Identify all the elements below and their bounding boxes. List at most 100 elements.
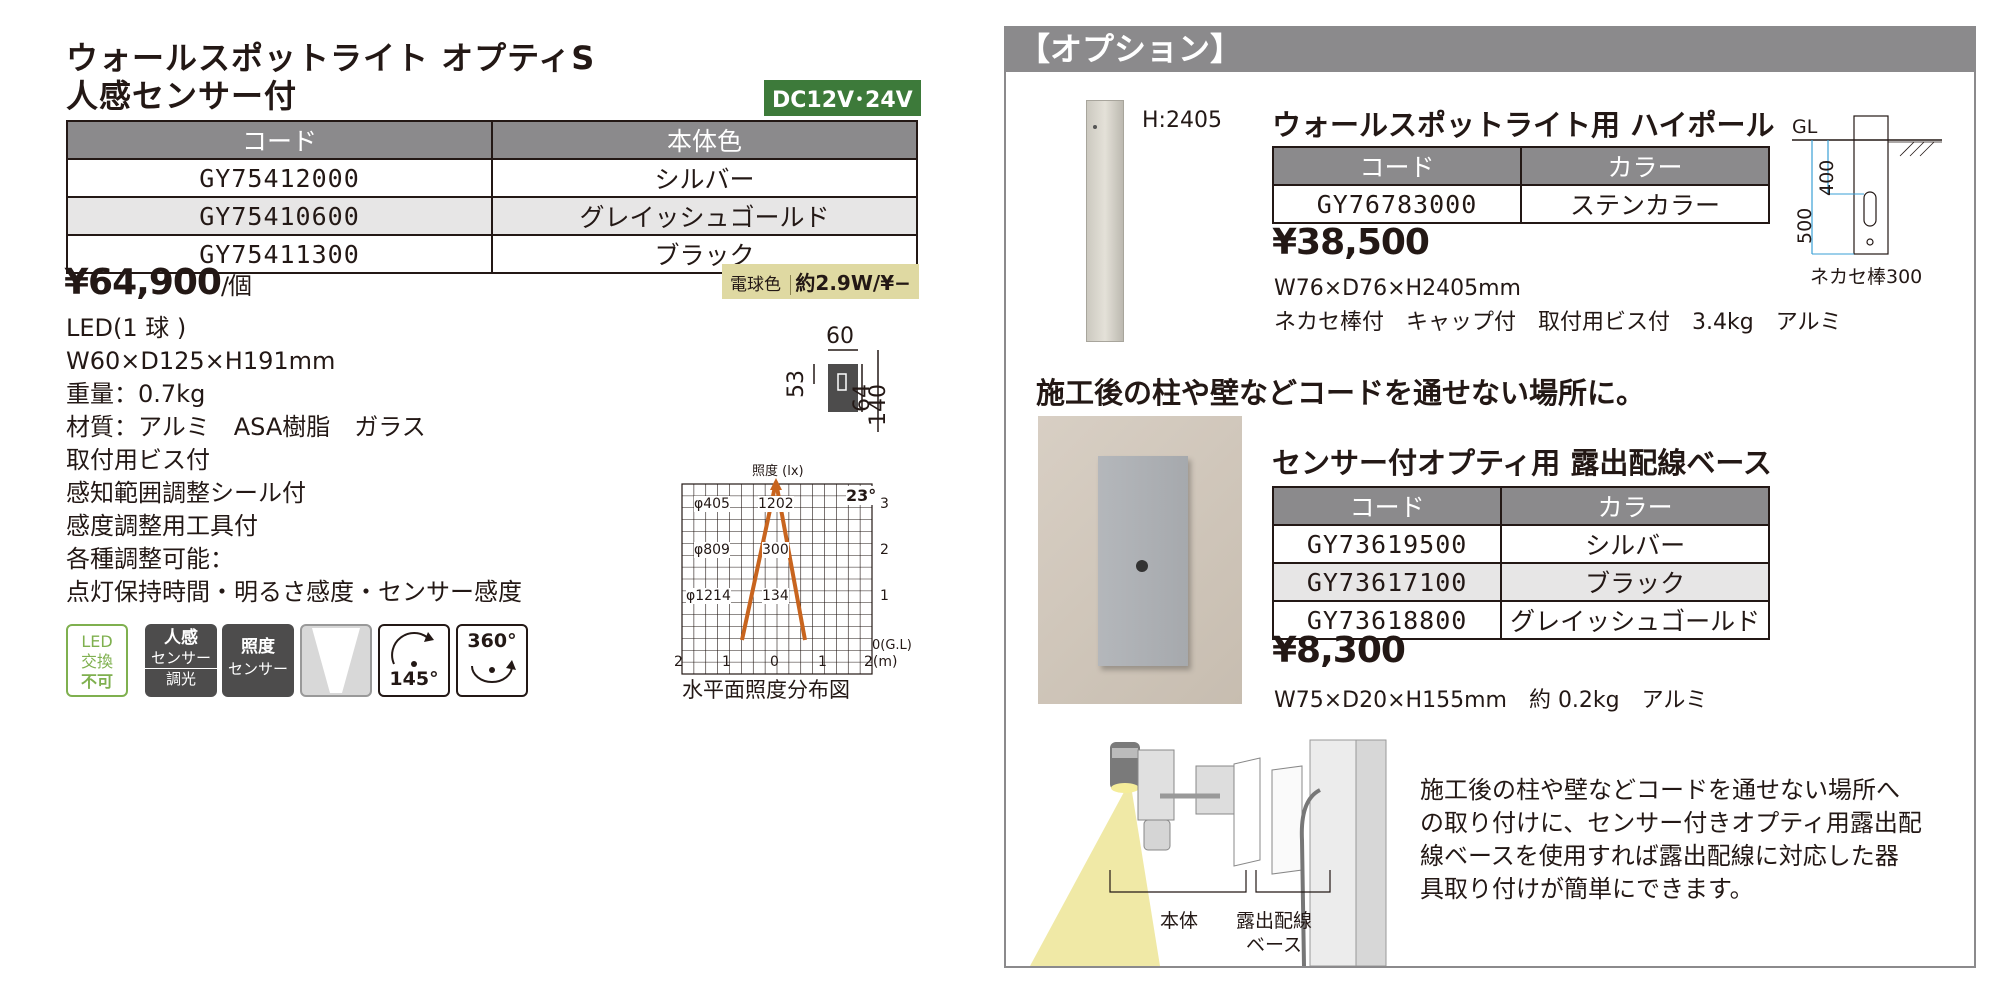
dim-h1: 53	[784, 370, 809, 398]
diam-label: φ405	[694, 496, 730, 512]
dim-h3: 140	[866, 384, 891, 426]
base-hole-icon	[1136, 560, 1148, 572]
table-row: GY73619500 シルバー	[1271, 524, 1770, 564]
table-row: GY76783000 ステンカラー	[1272, 184, 1770, 224]
illuminance-chart: 照度 (lx) 23° φ405 φ809 φ1214 1202 300 134…	[670, 460, 920, 702]
product-price: ¥64,900/個	[64, 262, 252, 303]
pole-color: ステンカラー	[1520, 184, 1770, 224]
table-header-color: 本体色	[491, 120, 918, 160]
motion-sensor-icon: 人感 センサー 調光	[145, 624, 217, 697]
pole-height-label: H:2405	[1142, 108, 1222, 133]
table-header-color: カラー	[1520, 146, 1770, 186]
rotation-text: 360°	[467, 630, 517, 652]
spec-line: 点灯保持時間・明るさ感度・センサー感度	[66, 578, 522, 606]
price-value: ¥64,900	[64, 262, 222, 303]
lux-label: 1202	[758, 496, 794, 512]
product-code: GY75410600	[66, 196, 493, 236]
base-title: センサー付オプティ用 露出配線ベース	[1272, 446, 1772, 480]
table-row: GY75410600 グレイッシュゴールド	[66, 196, 918, 236]
bottom-tick: 1	[818, 654, 827, 670]
table-header-code: コード	[1272, 146, 1522, 186]
product-color: シルバー	[491, 158, 918, 198]
table-header-color: カラー	[1500, 486, 1770, 526]
base-code: GY73619500	[1271, 524, 1503, 564]
rotation-icon: 360°	[456, 624, 528, 697]
table-row: GY75411300 ブラック	[66, 234, 918, 274]
spec-line: 感度調整用工具付	[66, 512, 258, 540]
section-heading: 施工後の柱や壁などコードを通せない場所に。	[1036, 376, 1646, 410]
power-value: 約2.9W/¥−	[795, 271, 911, 295]
diam-label: φ1214	[686, 588, 731, 604]
spec-line: 材質：アルミ ASA樹脂 ガラス	[66, 413, 426, 441]
dimension-svg	[813, 349, 879, 432]
base-size: W75×D20×H155mm 約 0.2kg アルミ	[1274, 688, 1708, 713]
depth-400: 400	[1816, 159, 1838, 196]
base-code-table: コード カラー GY73619500 シルバー GY73617100 ブラック …	[1271, 486, 1770, 640]
install-svg	[1030, 739, 1387, 966]
right-tick: 0(G.L)	[872, 638, 912, 653]
table-row: GY73617100 ブラック	[1271, 562, 1770, 602]
bottom-tick: 2(m)	[864, 654, 898, 670]
product-color: グレイッシュゴールド	[491, 196, 918, 236]
install-description: 施工後の柱や壁などコードを通せない場所へ の取り付けに、センサー付きオプティ用露…	[1420, 774, 1922, 906]
product-code: GY75412000	[66, 158, 493, 198]
desc-line: の取り付けに、センサー付きオプティ用露出配	[1420, 809, 1922, 837]
tilt-angle-text: 145°	[389, 668, 439, 690]
label-base-1: 露出配線	[1236, 910, 1313, 932]
pole-code-table: コード カラー GY76783000 ステンカラー	[1272, 146, 1770, 224]
chart-top-label: 照度 (lx)	[752, 464, 804, 479]
voltage-badge: DC12V･24V	[764, 80, 921, 116]
table-row: GY73618800 グレイッシュゴールド	[1271, 600, 1770, 640]
right-tick: 2	[880, 542, 889, 558]
icon-text: 調光	[145, 668, 217, 689]
wiring-base-photo	[1038, 416, 1242, 704]
product-code: GY75411300	[66, 234, 493, 274]
icon-text: LED	[81, 632, 113, 651]
label-base-2: ベース	[1246, 934, 1303, 956]
beam-angle: 23°	[846, 486, 877, 505]
rotate-arc-icon	[471, 660, 516, 683]
spec-line: 重量：0.7kg	[66, 380, 206, 408]
dimension-drawing: 60 53 64 140	[782, 324, 892, 432]
base-code: GY73618800	[1271, 600, 1503, 640]
pole-diagram-note: ネカセ棒300	[1810, 266, 1923, 288]
price-unit: /個	[220, 272, 252, 300]
beam-icon	[312, 628, 360, 693]
tilt-angle-icon: 145°	[378, 624, 450, 697]
base-color: シルバー	[1500, 524, 1770, 564]
bottom-tick: 1	[722, 654, 731, 670]
spec-line: LED(1 球 )	[66, 314, 187, 342]
power-badge: 電球色 約2.9W/¥−	[722, 264, 919, 299]
base-color: グレイッシュゴールド	[1500, 600, 1770, 640]
product-title-line1: ウォールスポットライト オプティS	[66, 39, 596, 77]
right-tick: 1	[880, 588, 889, 604]
depth-500: 500	[1794, 207, 1816, 244]
base-plate	[1098, 456, 1188, 666]
led-non-replaceable-icon: LED 交換 不可	[66, 624, 128, 697]
pole-code: GY76783000	[1272, 184, 1522, 224]
diam-label: φ809	[694, 542, 730, 558]
icon-text: 照度	[241, 637, 275, 657]
table-header-code: コード	[1271, 486, 1503, 526]
pole-details: ネカセ棒付 キャップ付 取付用ビス付 3.4kg アルミ	[1274, 310, 1842, 335]
table-header-code: コード	[66, 120, 493, 160]
icon-text: センサー	[227, 660, 288, 678]
pole-screw-icon	[1093, 125, 1097, 129]
spec-list: LED(1 球 ) W60×D125×H191mm 重量：0.7kg 材質：アル…	[66, 312, 522, 609]
base-color: ブラック	[1500, 562, 1770, 602]
spec-line: 感知範囲調整シール付	[66, 479, 306, 507]
spec-line: W60×D125×H191mm	[66, 347, 336, 375]
label-body: 本体	[1160, 910, 1199, 932]
bottom-tick: 0	[770, 654, 779, 670]
lux-label: 300	[762, 542, 789, 558]
power-label: 電球色	[730, 275, 781, 295]
icon-text: 交換	[80, 652, 113, 671]
light-sensor-icon: 照度 センサー	[222, 624, 294, 697]
pole-price: ¥38,500	[1272, 222, 1430, 263]
installation-illustration: 本体 露出配線 ベース	[1020, 730, 1390, 966]
pole-install-diagram: GL 400 500 ネカセ棒300	[1792, 112, 1942, 292]
icon-text: 不可	[80, 672, 113, 691]
table-row: GY75412000 シルバー	[66, 158, 918, 198]
product-code-table: コード 本体色 GY75412000 シルバー GY75410600 グレイッシ…	[66, 120, 918, 274]
dim-width: 60	[826, 324, 854, 349]
